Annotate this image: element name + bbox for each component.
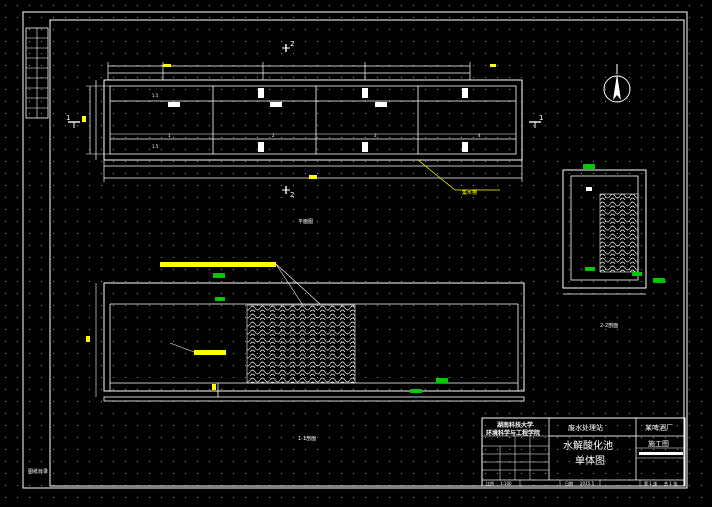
section-mark-2-bottom: 2: [290, 191, 294, 199]
bottom-left-label: 图纸目录: [28, 468, 48, 475]
filler-media-section: [599, 193, 639, 273]
footer-date-value: 2015.5: [580, 481, 594, 486]
filler-media: [246, 304, 356, 384]
north-arrow-icon: [603, 64, 631, 103]
footer-scale-label: 比例: [486, 480, 494, 486]
section-2-2: [562, 164, 665, 295]
dim-mid-1: 1: [168, 133, 171, 138]
dim-left-lower: 1.5: [152, 144, 159, 149]
footer-date-label: 日期: [565, 480, 573, 486]
project-name: 废水处理站: [568, 423, 603, 432]
section-1-1: [86, 262, 525, 402]
sheet-outer-border: [22, 11, 688, 489]
footer-sheet: 第 1 张: [644, 480, 657, 486]
dim-mid-2: 2: [272, 133, 275, 138]
school-line2: 环境科学与工程学院: [486, 429, 540, 437]
footer-total: 共 1 张: [664, 480, 677, 486]
footer-scale-value: 1:100: [500, 481, 512, 486]
dim-mid-4: 4: [478, 133, 481, 138]
title-block: [481, 417, 686, 487]
drawing-title-line2: 单体图: [575, 455, 605, 467]
dim-mid-3: 3: [374, 133, 377, 138]
section-1-1-title: 1-1剖面: [298, 435, 316, 442]
drawing-title-line1: 水解酸化池: [563, 439, 613, 452]
callout-label: 集水槽: [462, 189, 477, 196]
section-mark-1-right: 1: [539, 114, 543, 122]
section-mark-2-top: 2: [290, 40, 294, 48]
section-mark-1-left: 1: [66, 114, 70, 122]
revision-strip: [25, 27, 49, 119]
plan-view: [68, 44, 541, 194]
client-name: 某啤酒厂: [645, 423, 673, 432]
drawing-stage: 施工图: [648, 439, 669, 448]
school-line1: 湖南科技大学: [497, 421, 533, 429]
dim-left-upper: 1.5: [152, 93, 159, 98]
sheet-inner-border: [49, 19, 685, 487]
section-2-2-title: 2-2剖面: [600, 322, 618, 329]
plan-title: 平面图: [298, 219, 313, 225]
